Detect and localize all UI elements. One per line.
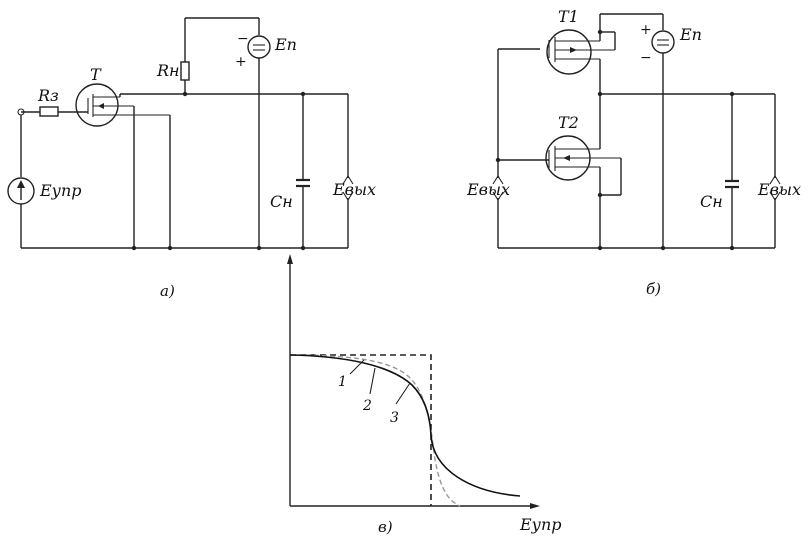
label-output-b: Eвых bbox=[757, 180, 801, 199]
label-transistor-t1: T1 bbox=[558, 7, 579, 26]
label-control-source: Eупр bbox=[39, 181, 82, 200]
label-gate-resistor: Rз bbox=[37, 86, 59, 105]
label-supply-b: Eп bbox=[679, 25, 702, 44]
label-capacitor-b: Cн bbox=[700, 192, 723, 211]
output-arrow-down-a bbox=[342, 191, 354, 202]
transistor-t bbox=[75, 83, 119, 127]
label-load-resistor: Rн bbox=[156, 61, 180, 80]
curve-2 bbox=[289, 354, 521, 497]
output-arrow-up-b bbox=[769, 174, 781, 185]
label-supply-a: Eп bbox=[274, 35, 297, 54]
circuit-b: + − T1 T2 Eп Eвых Cн Eвых б) bbox=[466, 7, 801, 298]
load-resistor bbox=[180, 61, 190, 81]
curve-3 bbox=[289, 354, 461, 507]
supply-minus-sign-b: − bbox=[640, 50, 652, 66]
label-capacitor-a: Cн bbox=[270, 192, 293, 211]
gate-resistor bbox=[39, 106, 59, 117]
output-arrow-up-a bbox=[342, 174, 354, 185]
curve-label-3: 3 bbox=[390, 410, 399, 426]
supply-source-b bbox=[651, 30, 675, 54]
label-transistor-t: T bbox=[90, 65, 102, 84]
leader-3 bbox=[395, 382, 411, 405]
input-arrow-down-b bbox=[492, 191, 504, 202]
output-arrow-down-b bbox=[769, 191, 781, 202]
supply-minus-sign: − bbox=[237, 31, 249, 47]
leader-2 bbox=[369, 367, 376, 395]
supply-source-a bbox=[247, 35, 271, 59]
transistor-t1 bbox=[546, 29, 592, 75]
curve-1-ideal bbox=[290, 354, 432, 506]
caption-b: б) bbox=[646, 280, 661, 298]
input-arrow-up-b bbox=[492, 174, 504, 185]
graph-c: 1 2 3 Eупр в) bbox=[287, 254, 562, 536]
label-x-axis: Eупр bbox=[519, 515, 562, 534]
caption-c: в) bbox=[378, 518, 393, 536]
curve-label-1: 1 bbox=[338, 374, 347, 390]
label-transistor-t2: T2 bbox=[558, 113, 579, 132]
caption-a: а) bbox=[160, 282, 175, 300]
supply-plus-sign-b: + bbox=[640, 22, 652, 38]
circuit-a: − + T Rз Rн Eп Eупр Cн Eвых а) bbox=[7, 17, 376, 300]
supply-plus-sign: + bbox=[235, 54, 247, 70]
curve-label-2: 2 bbox=[362, 398, 372, 414]
label-output-a: Eвых bbox=[332, 180, 376, 199]
leader-1 bbox=[349, 359, 365, 375]
label-input-b: Eвых bbox=[466, 180, 510, 199]
